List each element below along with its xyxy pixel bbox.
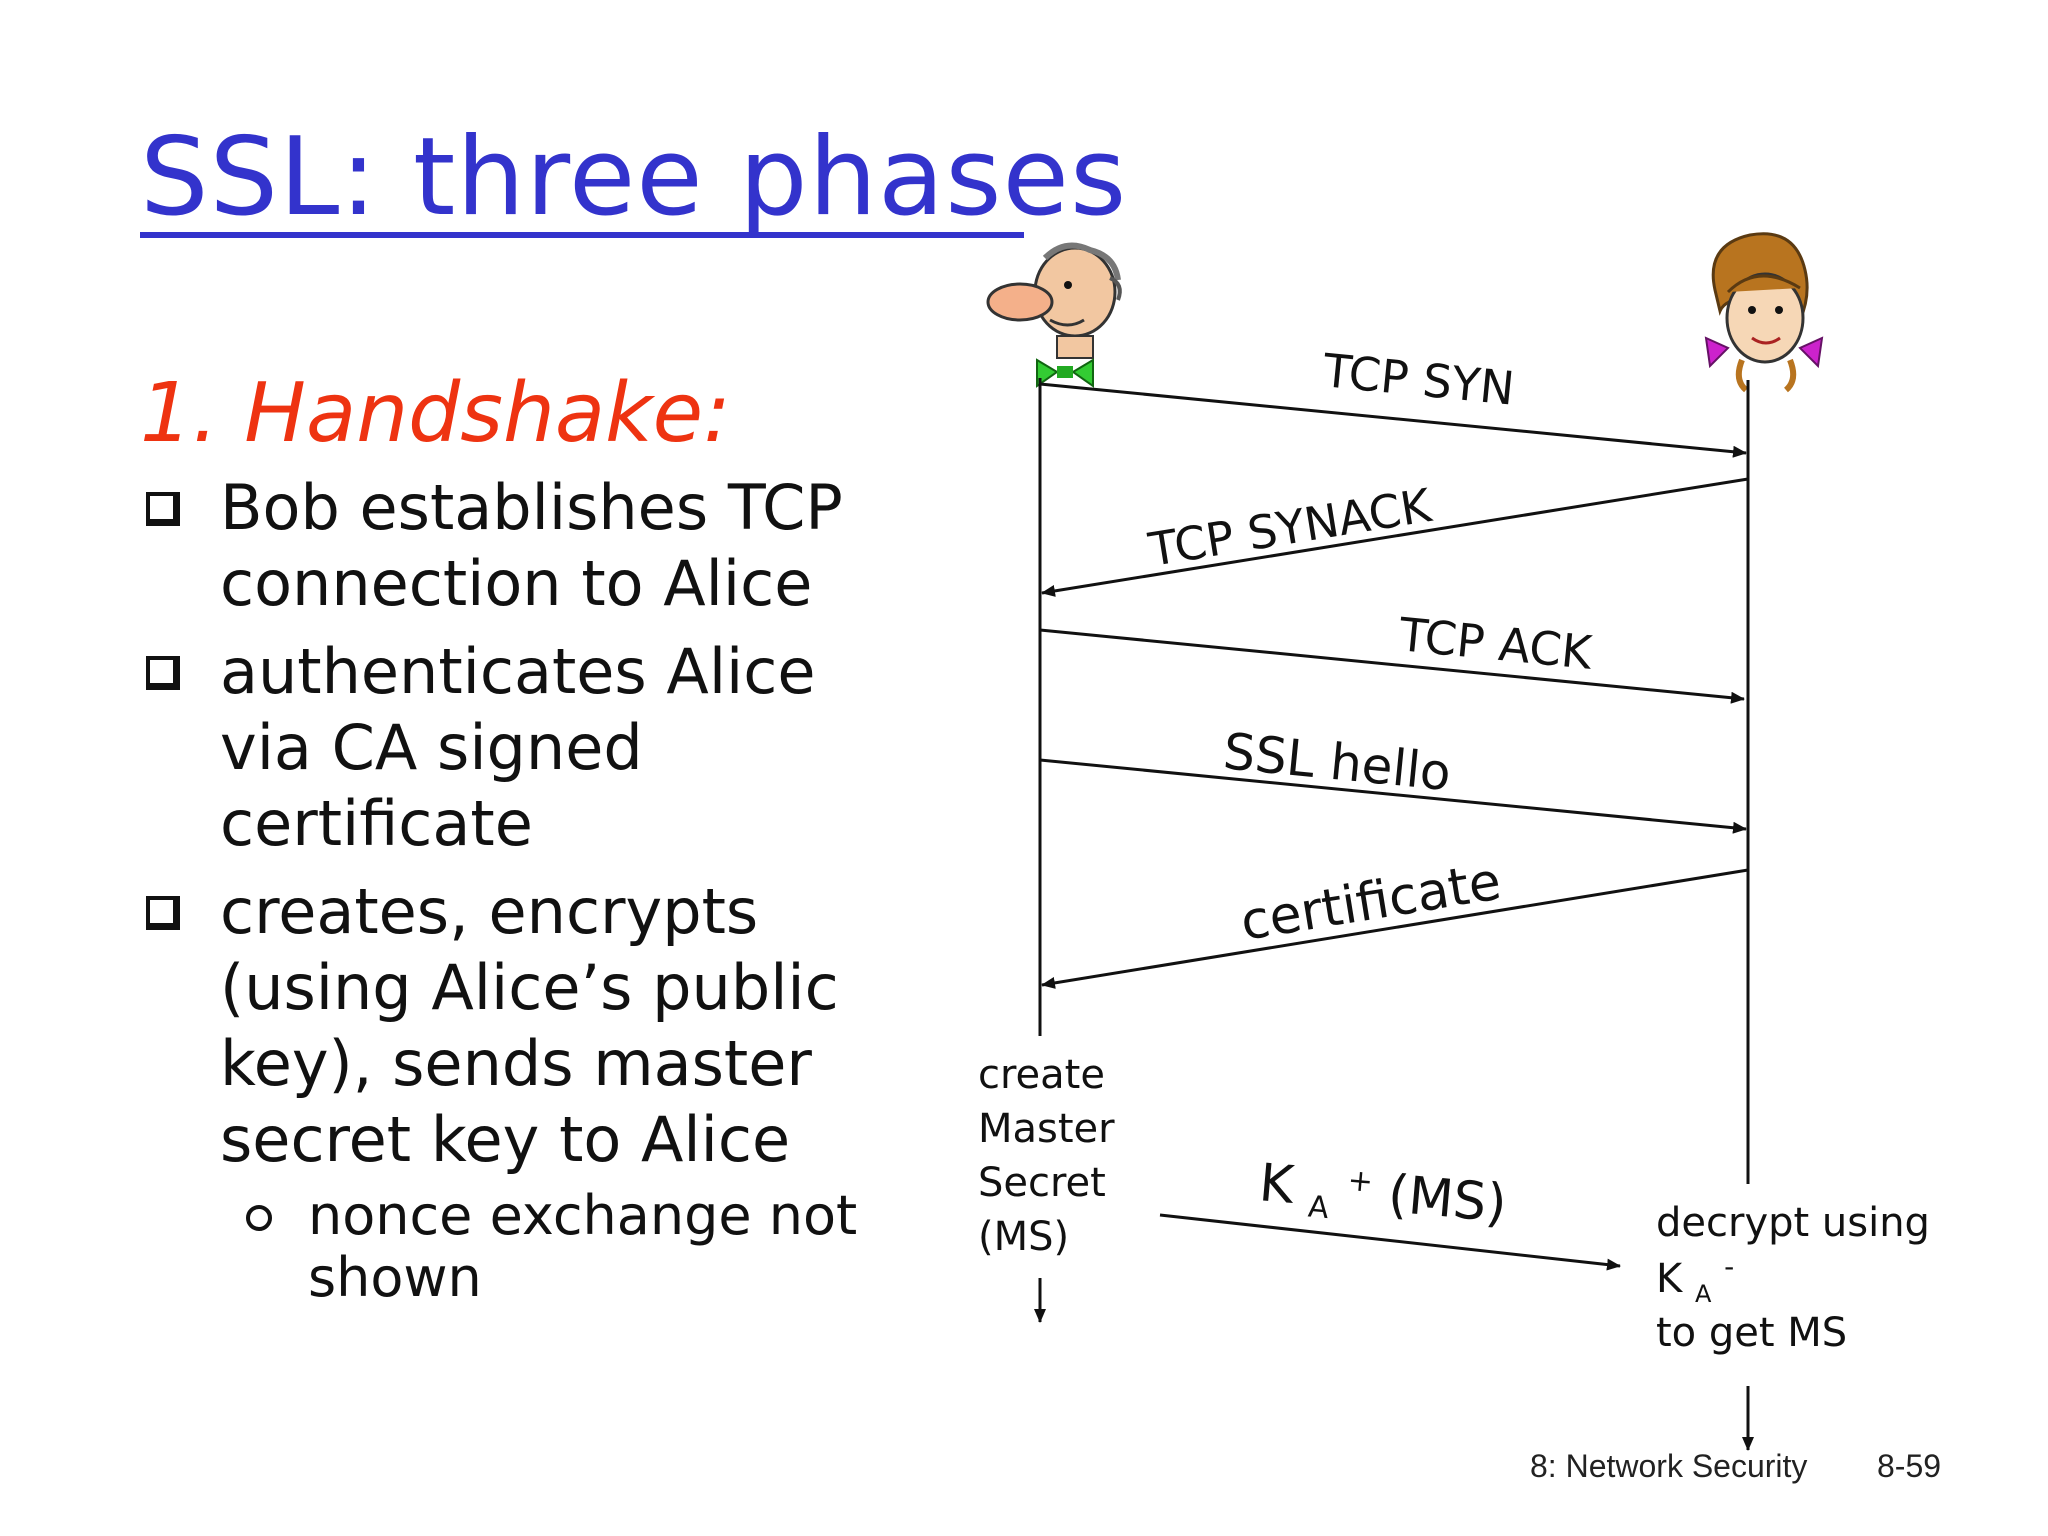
alice-note-line1: decrypt using	[1656, 1200, 1930, 1246]
label-encrypted-master-secret: K A + (MS)	[1256, 1135, 1511, 1246]
bob-note-line: (MS)	[978, 1214, 1069, 1260]
label-certificate: certificate	[1236, 852, 1505, 953]
key-symbol: K	[1257, 1153, 1298, 1216]
footer-page-number: 8-59	[1877, 1448, 1942, 1484]
alice-key-symbol: K	[1656, 1256, 1684, 1302]
bob-note-line: create	[978, 1052, 1105, 1098]
square-bullet-icon	[146, 656, 180, 690]
alice-note-key: K A -	[1656, 1250, 1734, 1312]
section-heading: 1. Handshake:	[140, 366, 731, 461]
background-panel	[0, 0, 210, 1536]
arrow-master-secret	[1159, 1213, 1621, 1271]
alice-key-superscript: -	[1724, 1250, 1734, 1283]
bullet-text: Bob establishes TCP connection to Alice	[220, 471, 843, 620]
key-superscript: +	[1346, 1163, 1374, 1200]
alice-avatar-icon	[1704, 232, 1824, 393]
sub-bullet-text: nonce exchange not shown	[308, 1184, 858, 1309]
bob-note-line: Master	[978, 1106, 1115, 1152]
label-ssl-hello: SSL hello	[1221, 722, 1454, 802]
bullet-text: creates, encrypts (using Alice’s public …	[220, 875, 839, 1176]
label-tcp-synack: TCP SYNACK	[1144, 478, 1436, 577]
bob-note: create Master Secret (MS)	[978, 1052, 1127, 1260]
key-subscript: A	[1307, 1189, 1331, 1226]
label-tcp-syn: TCP SYN	[1320, 343, 1517, 416]
arrow-certificate	[1041, 868, 1749, 989]
footer-chapter: 8: Network Security	[1530, 1448, 1808, 1484]
square-bullet-icon	[146, 492, 180, 526]
slide-title: SSL: three phases	[140, 115, 1128, 240]
bullet-text: authenticates Alice via CA signed certif…	[220, 635, 816, 860]
alice-note: decrypt using	[1656, 1200, 1930, 1246]
arrow-tcp-ack	[1039, 628, 1745, 704]
arrow-ssl-hello	[1039, 758, 1747, 834]
arrow-tcp-syn	[1039, 382, 1747, 458]
bob-note-line: Secret	[978, 1160, 1106, 1206]
key-message: (MS)	[1386, 1164, 1509, 1234]
square-bullet-icon	[146, 896, 180, 930]
circle-bullet-icon	[246, 1205, 272, 1231]
alice-note-line3: to get MS	[1656, 1310, 1847, 1356]
alice-key-subscript: A	[1695, 1280, 1712, 1308]
arrow-tcp-synack	[1041, 477, 1749, 597]
bob-avatar-icon	[986, 242, 1122, 388]
title-underline	[140, 232, 1024, 238]
